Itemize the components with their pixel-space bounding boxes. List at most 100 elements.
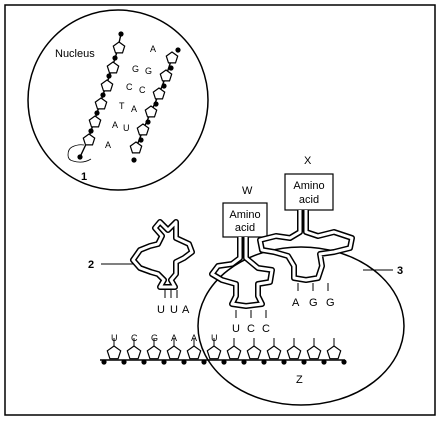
trna-free-anticodon: U	[157, 304, 165, 316]
mrna-base: A	[171, 333, 177, 343]
mrna-phosphate	[261, 359, 267, 365]
dna-phosphate	[112, 55, 118, 61]
amino-acid-x-line2: acid	[299, 194, 319, 206]
trna-free: U U A 2	[88, 219, 195, 316]
mrna-sugar	[226, 345, 242, 360]
dna-sugar	[112, 41, 126, 54]
trna-w-anticodon: C	[247, 323, 255, 335]
amino-acid-w-line1: Amino	[229, 209, 260, 221]
dna-sugar	[88, 115, 102, 128]
mrna-phosphate	[301, 359, 307, 365]
dna-base: A	[150, 44, 156, 54]
dna-base: G	[145, 66, 152, 76]
mrna-sugar	[246, 345, 262, 360]
mrna-sugar	[166, 345, 182, 360]
mrna-phosphate	[281, 359, 287, 365]
dna-phosphate	[100, 92, 106, 98]
mrna-base: U	[111, 333, 118, 343]
dna-phosphate	[106, 73, 112, 79]
mrna-sugar	[126, 345, 142, 360]
dna-base: A	[112, 120, 118, 130]
mrna-sugar	[306, 345, 322, 360]
dna-sugar	[100, 79, 114, 92]
dna-base: C	[139, 85, 146, 95]
amino-acid-x-line1: Amino	[293, 180, 324, 192]
label-x: X	[304, 155, 312, 167]
nucleus-label: Nucleus	[55, 48, 95, 60]
mrna-sugars	[106, 338, 342, 360]
mrna-phosphate	[101, 359, 107, 365]
label-w: W	[242, 185, 253, 197]
dna-sugar	[129, 141, 143, 154]
mrna-sugar	[186, 345, 202, 360]
mrna-phosphate	[241, 359, 247, 365]
mrna-phosphate	[341, 359, 347, 365]
outer-frame	[4, 4, 436, 416]
nucleus-membrane	[27, 9, 209, 191]
ribosome-outline	[197, 246, 405, 406]
mrna-phosphate	[201, 359, 207, 365]
dna-base: U	[123, 123, 130, 133]
dna-sugar	[94, 97, 108, 110]
dna-phosphate	[118, 31, 124, 37]
dna-base: A	[131, 104, 137, 114]
dna-sugar	[165, 51, 179, 64]
mrna-phosphate	[141, 359, 147, 365]
dna-sugar	[106, 61, 120, 74]
trna-w-anticodon: U	[232, 323, 240, 335]
trna-w-anticodon: C	[262, 323, 270, 335]
dna-brace-top	[71, 144, 85, 148]
mrna-sugar	[326, 345, 342, 360]
dna-base: G	[132, 64, 139, 74]
dna-right-sugars	[129, 51, 179, 154]
dna-brace	[67, 146, 92, 163]
dna-sugar	[159, 69, 173, 82]
trna-x-anticodon: G	[309, 297, 318, 309]
mrna-phosphate	[221, 359, 227, 365]
dna-phosphate	[131, 157, 137, 163]
dna-sugar	[144, 105, 158, 118]
label-3: 3	[397, 265, 403, 277]
label-1: 1	[81, 171, 87, 183]
dna-phosphate	[161, 83, 167, 89]
trna-w: W Amino acid U C C	[209, 185, 275, 335]
trna-x-anticodon: G	[326, 297, 335, 309]
dna-phosphate	[77, 154, 83, 160]
mrna-base: U	[211, 333, 218, 343]
dna-phosphate	[145, 119, 151, 125]
mrna-phosphates	[101, 359, 347, 365]
mrna-phosphate	[161, 359, 167, 365]
amino-acid-w-line2: acid	[235, 222, 255, 234]
trna-x-inner	[258, 210, 354, 282]
dna-phosphate	[94, 110, 100, 116]
trna-x: X Amino acid A G G	[257, 155, 355, 309]
dna-sugar	[152, 87, 166, 100]
dna-base: C	[126, 82, 133, 92]
label-2: 2	[88, 259, 94, 271]
mrna-phosphate	[321, 359, 327, 365]
dna-phosphates	[77, 31, 181, 163]
mrna-strand: U C G A A U	[100, 333, 347, 365]
label-z: Z	[296, 374, 303, 386]
mrna-phosphate	[121, 359, 127, 365]
mrna-base: G	[151, 333, 158, 343]
dna-left-sugars	[82, 41, 126, 146]
amino-acid-box-x	[284, 173, 334, 211]
mrna-sugar	[286, 345, 302, 360]
dna-phosphate	[88, 128, 94, 134]
mrna-base: A	[191, 333, 197, 343]
mrna-sugar	[266, 345, 282, 360]
mrna-sugar	[106, 345, 122, 360]
nucleus-region: Nucleus 1 G C T A A A G C A U	[27, 9, 209, 191]
mrna-phosphate	[181, 359, 187, 365]
trna-x-anticodon: A	[292, 297, 300, 309]
mrna-sugar	[146, 345, 162, 360]
dna-sugar	[82, 133, 96, 146]
dna-base: A	[105, 140, 111, 150]
trna-w-inner	[210, 237, 274, 308]
dna-sugar	[136, 123, 150, 136]
dna-phosphate	[138, 137, 144, 143]
dna-base: T	[119, 101, 125, 111]
